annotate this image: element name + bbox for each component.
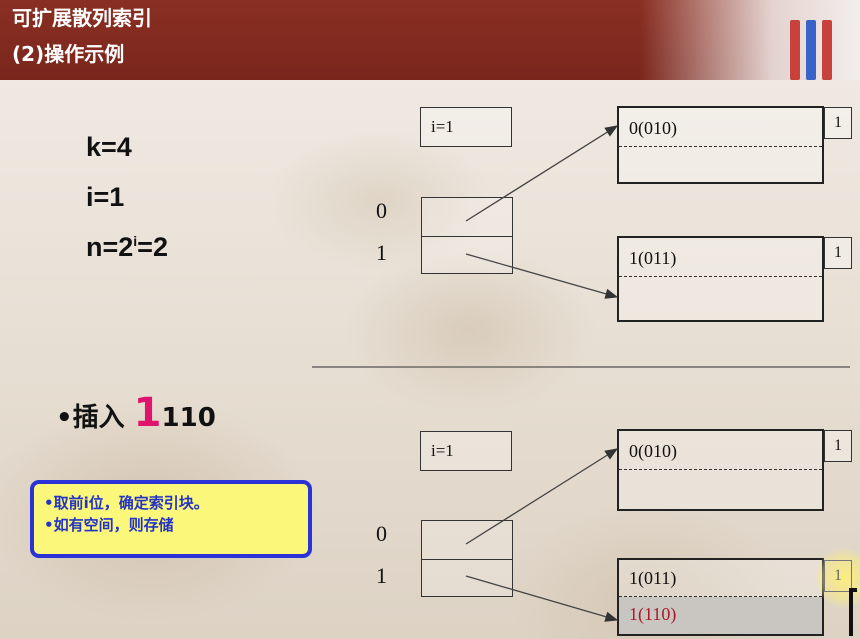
param-n: n=2i=2 [86, 232, 168, 263]
hint-box: •取前i位，确定索引块。 •如有空间，则存储 [30, 480, 312, 558]
bottom-dir-index-0: 0 [376, 521, 387, 546]
bottom-directory [421, 520, 513, 597]
title-bar: 可扩展散列索引 (2)操作示例 [0, 0, 860, 80]
bottom-arrow-1 [465, 575, 619, 622]
bottom-global-depth: i=1 [420, 431, 512, 471]
hint-line-1: •取前i位，确定索引块。 [44, 494, 209, 512]
top-arrow-0 [465, 125, 619, 222]
bottom-bucket-1-depth: 1 [824, 560, 852, 592]
insert-remaining-bits: 110 [161, 403, 216, 433]
insert-operation: •插入 1110 [56, 390, 216, 436]
param-n-suffix: =2 [137, 232, 168, 262]
top-bucket-0-slot-divider [619, 146, 822, 147]
bottom-bucket-1-new-slot [619, 597, 822, 634]
insert-label: •插入 [56, 403, 134, 433]
top-bucket-1-key: 1(011) [629, 248, 677, 268]
bottom-bucket-0-key: 0(010) [629, 441, 677, 461]
bottom-dir-entry-1 [422, 558, 512, 597]
bottom-dir-index-1: 1 [376, 563, 387, 588]
param-i: i=1 [86, 182, 125, 212]
top-bucket-1: 1(011) [617, 236, 824, 322]
top-dir-index-1: 1 [376, 240, 387, 265]
bottom-bucket-1: 1(011) 1(110) [617, 558, 824, 636]
top-global-depth: i=1 [420, 107, 512, 147]
slide-subtitle: (2)操作示例 [12, 42, 125, 66]
top-dir-index-0: 0 [376, 198, 387, 223]
top-bucket-1-slot-divider [619, 276, 822, 277]
section-divider [312, 366, 850, 368]
bottom-bucket-1-key: 1(011) [629, 568, 677, 588]
pointer-cursor-icon [849, 588, 857, 636]
param-n-prefix: n=2 [86, 232, 134, 262]
top-dir-entry-1 [422, 235, 512, 274]
param-k: k=4 [86, 132, 132, 162]
top-bucket-0-key: 0(010) [629, 118, 677, 138]
top-bucket-0-depth: 1 [824, 107, 852, 139]
top-directory [421, 197, 513, 274]
top-bucket-1-depth: 1 [824, 237, 852, 269]
hint-line-2: •如有空间，则存储 [44, 516, 174, 534]
bottom-bucket-1-new-key: 1(110) [629, 604, 677, 624]
bottom-arrow-0 [465, 448, 619, 545]
param-n-exponent: i [133, 233, 138, 249]
bottom-bucket-0-depth: 1 [824, 430, 852, 462]
insert-first-bit: 1 [133, 390, 162, 436]
logo [640, 0, 860, 80]
bottom-bucket-0-slot-divider [619, 469, 822, 470]
bottom-bucket-0: 0(010) [617, 429, 824, 511]
slide-title: 可扩展散列索引 [12, 6, 152, 30]
top-arrow-1 [465, 253, 619, 299]
top-bucket-0: 0(010) [617, 106, 824, 184]
bottom-bucket-1-slot-divider [619, 596, 822, 597]
